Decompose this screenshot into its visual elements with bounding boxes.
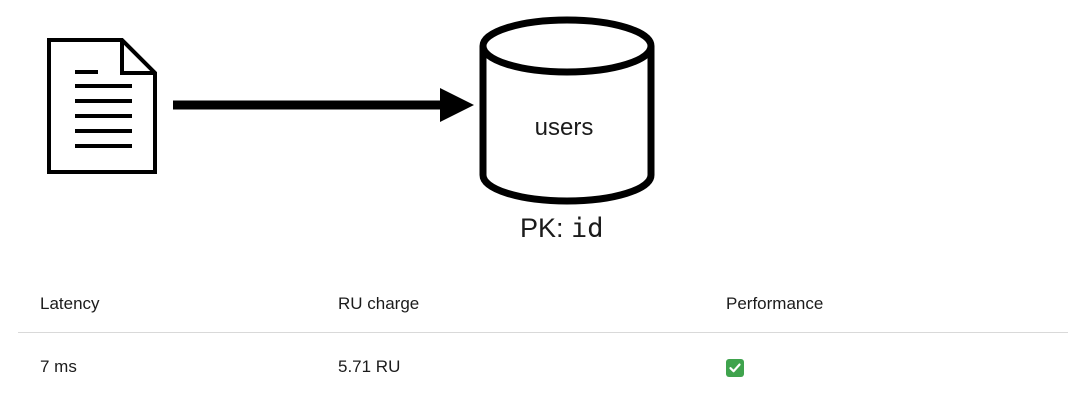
header-ru-charge: RU charge — [316, 276, 704, 333]
partition-key-value: id — [571, 213, 604, 244]
document-icon — [47, 38, 157, 174]
check-mark-icon — [726, 358, 744, 377]
header-latency: Latency — [18, 276, 316, 333]
partition-key-prefix: PK: — [520, 213, 564, 243]
table-row: 7 ms 5.71 RU — [18, 333, 1068, 402]
results-table: Latency RU charge Performance 7 ms 5.71 … — [18, 276, 1068, 401]
partition-key-label: PK: id — [520, 210, 604, 247]
cell-latency: 7 ms — [40, 357, 77, 376]
table-header-row: Latency RU charge Performance — [18, 276, 1068, 333]
cell-performance — [704, 333, 1068, 402]
cell-ru-charge: 5.71 RU — [338, 357, 401, 376]
database-icon — [479, 16, 655, 205]
diagram: users — [47, 16, 655, 205]
container-name: users — [535, 114, 594, 141]
arrow-right-icon — [173, 88, 474, 122]
header-performance: Performance — [704, 276, 1068, 333]
